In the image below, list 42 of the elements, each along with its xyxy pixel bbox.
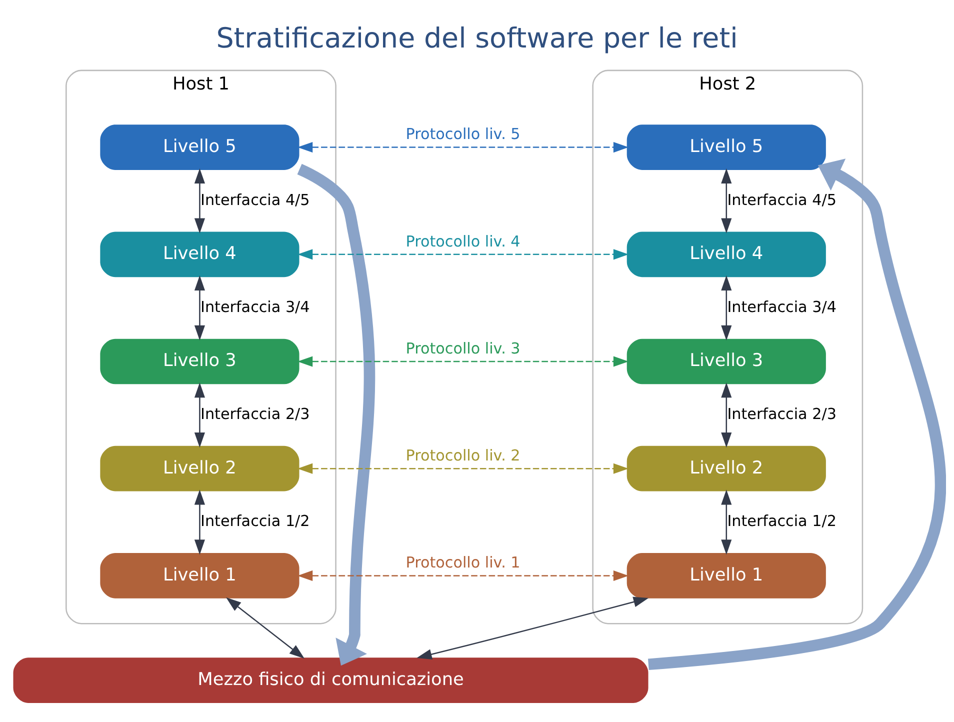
- arrow: [194, 168, 205, 233]
- edge-label: Interfaccia 2/3: [727, 404, 836, 422]
- arrow: [648, 158, 946, 670]
- node-box: Livello 4: [626, 231, 826, 277]
- arrow: [721, 382, 732, 448]
- arrow: [416, 596, 649, 659]
- node-box: Livello 1: [626, 552, 826, 598]
- node-box: Livello 3: [626, 338, 826, 384]
- arrow: [194, 382, 205, 448]
- arrow: [297, 570, 629, 580]
- edge-label: Interfaccia 1/2: [727, 512, 836, 530]
- edge-label: Protocollo liv. 3: [406, 338, 520, 357]
- edge-label: Protocollo liv. 5: [406, 124, 520, 143]
- edge-label: Protocollo liv. 1: [406, 553, 520, 572]
- arrow: [721, 274, 732, 340]
- edge-label: Interfaccia 3/4: [727, 297, 836, 316]
- arrow: [297, 248, 629, 260]
- arrow: [297, 356, 629, 366]
- arrow: [721, 489, 732, 554]
- diagram-title: Stratificazione del software per le reti: [216, 20, 738, 54]
- node-box: Livello 1: [100, 552, 300, 598]
- edge-label: Interfaccia 4/5: [200, 190, 310, 208]
- edge-label: Interfaccia 2/3: [200, 404, 310, 422]
- edge-label: Interfaccia 4/5: [727, 190, 836, 208]
- arrow: [194, 274, 205, 340]
- arrow: [297, 142, 629, 152]
- edge-label: Interfaccia 3/4: [200, 297, 310, 316]
- node-box: Livello 5: [626, 124, 826, 170]
- node-box: Livello 3: [100, 338, 300, 384]
- node-box: Livello 2: [626, 445, 826, 491]
- edge-label: Protocollo liv. 2: [406, 446, 520, 464]
- arrow: [194, 489, 205, 554]
- arrow: [297, 462, 629, 474]
- arrow: [226, 596, 304, 658]
- edge-label: Interfaccia 1/2: [200, 512, 310, 530]
- node-box: Livello 5: [100, 124, 300, 170]
- node-box: Mezzo fisico di comunicazione: [13, 657, 648, 702]
- node-box: Livello 4: [100, 231, 300, 277]
- arrow: [297, 163, 376, 666]
- edge-label: Protocollo liv. 4: [406, 232, 520, 250]
- node-box: Livello 2: [100, 445, 300, 491]
- arrow: [721, 168, 732, 233]
